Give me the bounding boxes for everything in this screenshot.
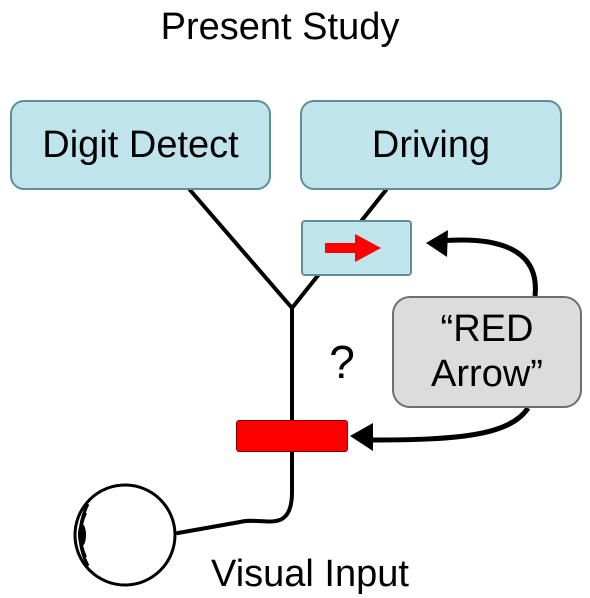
digit-detect-label: Digit Detect [42, 124, 239, 166]
branch-to-digit-detect [188, 188, 294, 310]
red-filter-block [236, 420, 348, 452]
diagram-title: Present Study [160, 6, 400, 48]
visual-input-caption: Visual Input [211, 553, 409, 595]
red-right-arrow-icon [325, 234, 381, 262]
cue-label-line-2: Arrow” [431, 353, 543, 395]
arrow-box [301, 220, 412, 276]
arrowhead-lower [350, 423, 373, 451]
driving-label: Driving [371, 124, 491, 166]
digit-detect-box: Digit Detect [10, 100, 271, 190]
eye-icon [73, 483, 177, 587]
driving-box: Driving [300, 100, 562, 190]
visual-pathway-line-lower [176, 450, 294, 535]
cue-label-line-1: “RED [440, 308, 534, 350]
curved-arrow-to-red-block [371, 406, 531, 443]
question-mark: ? [329, 336, 355, 388]
red-arrow-cue-box: “RED Arrow” [392, 296, 582, 408]
arrowhead-upper [426, 230, 448, 257]
curved-arrow-to-small-box [439, 237, 538, 297]
